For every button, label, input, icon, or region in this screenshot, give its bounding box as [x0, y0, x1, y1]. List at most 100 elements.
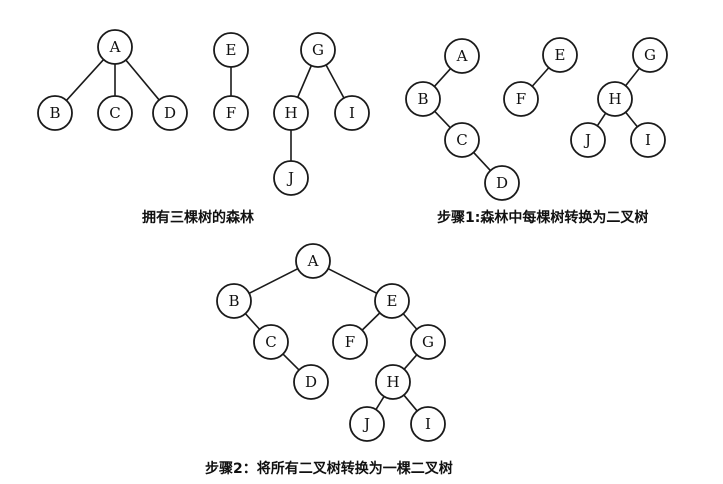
edge-B-C	[434, 110, 451, 129]
node-circle	[375, 364, 411, 400]
node-circle	[503, 81, 539, 117]
edge-H-I	[403, 394, 418, 412]
edge-H-J	[375, 396, 385, 410]
node-label: F	[516, 90, 526, 108]
edge-E-G	[402, 313, 418, 330]
node-circle	[37, 95, 73, 131]
node-circle	[334, 95, 370, 131]
node-label: E	[387, 292, 398, 310]
edge-G-H	[403, 354, 418, 370]
node-label: B	[228, 292, 239, 310]
node-G: G	[410, 324, 446, 360]
node-label: D	[496, 174, 508, 192]
node-circle	[97, 95, 133, 131]
node-circle	[597, 81, 633, 117]
node-circle	[349, 406, 385, 442]
tree-step1: ABC D E F GHJ I	[405, 37, 668, 201]
node-label: G	[312, 41, 324, 59]
node-F: F	[332, 324, 368, 360]
edge-C-D	[472, 151, 492, 172]
node-F: F	[503, 81, 539, 117]
edge-B-C	[244, 313, 261, 330]
node-H: H	[375, 364, 411, 400]
node-label: F	[226, 104, 236, 122]
node-label: B	[49, 104, 60, 122]
node-circle	[374, 283, 410, 319]
node-label: A	[109, 38, 121, 56]
caption-step2: 步骤2：将所有二叉树转换为一棵二叉树	[205, 461, 453, 477]
node-circle	[332, 324, 368, 360]
node-circle	[632, 37, 668, 73]
node-circle	[273, 95, 309, 131]
caption-step1: 步骤1:森林中每棵树转换为二叉树	[437, 210, 649, 226]
node-F: F	[213, 95, 249, 131]
node-circle	[213, 95, 249, 131]
node-circle	[216, 283, 252, 319]
node-circle	[410, 324, 446, 360]
node-label: G	[422, 333, 434, 351]
node-B: B	[216, 283, 252, 319]
node-D: D	[293, 364, 329, 400]
node-label: E	[226, 41, 237, 59]
node-G: G	[632, 37, 668, 73]
edge-E-F	[361, 312, 381, 331]
node-A: A	[97, 29, 133, 65]
node-B: B	[37, 95, 73, 131]
node-I: I	[630, 122, 666, 158]
node-B: B	[405, 81, 441, 117]
edge-H-J	[596, 112, 607, 127]
tree-forest: A B C D E F G H I J	[37, 29, 370, 196]
node-label: C	[456, 131, 467, 149]
edge-G-H	[296, 65, 313, 98]
edge-G-I	[325, 64, 345, 99]
node-circle	[570, 122, 606, 158]
node-circle	[542, 37, 578, 73]
edge-C-D	[282, 353, 300, 371]
node-label: A	[307, 252, 319, 270]
node-label: J	[362, 415, 370, 433]
node-J: J	[570, 122, 606, 158]
node-label: J	[583, 131, 591, 149]
node-circle	[295, 243, 331, 279]
node-label: I	[645, 131, 651, 149]
node-label: C	[265, 333, 276, 351]
edge-G-H	[624, 67, 641, 87]
node-label: I	[349, 104, 355, 122]
node-label: C	[109, 104, 120, 122]
node-circle	[273, 160, 309, 196]
node-E: E	[374, 283, 410, 319]
node-C: C	[97, 95, 133, 131]
node-circle	[300, 32, 336, 68]
edge-A-B	[248, 267, 299, 295]
node-H: H	[597, 81, 633, 117]
node-A: A	[444, 38, 480, 74]
node-circle	[444, 38, 480, 74]
node-D: D	[152, 95, 188, 131]
edge-H-I	[625, 111, 638, 128]
node-circle	[444, 122, 480, 158]
node-label: D	[305, 373, 317, 391]
node-label: G	[644, 46, 656, 64]
node-C: C	[444, 122, 480, 158]
node-label: H	[284, 104, 297, 122]
node-E: E	[213, 32, 249, 68]
node-E: E	[542, 37, 578, 73]
node-label: J	[286, 169, 294, 187]
node-label: E	[555, 46, 566, 64]
edge-A-D	[125, 59, 160, 101]
node-H: H	[273, 95, 309, 131]
node-C: C	[253, 324, 289, 360]
node-circle	[484, 165, 520, 201]
node-circle	[630, 122, 666, 158]
node-circle	[253, 324, 289, 360]
edge-A-B	[433, 68, 452, 87]
node-D: D	[484, 165, 520, 201]
edge-A-E	[327, 267, 378, 295]
node-circle	[152, 95, 188, 131]
node-label: F	[345, 333, 355, 351]
edge-E-F	[531, 67, 550, 87]
node-circle	[97, 29, 133, 65]
